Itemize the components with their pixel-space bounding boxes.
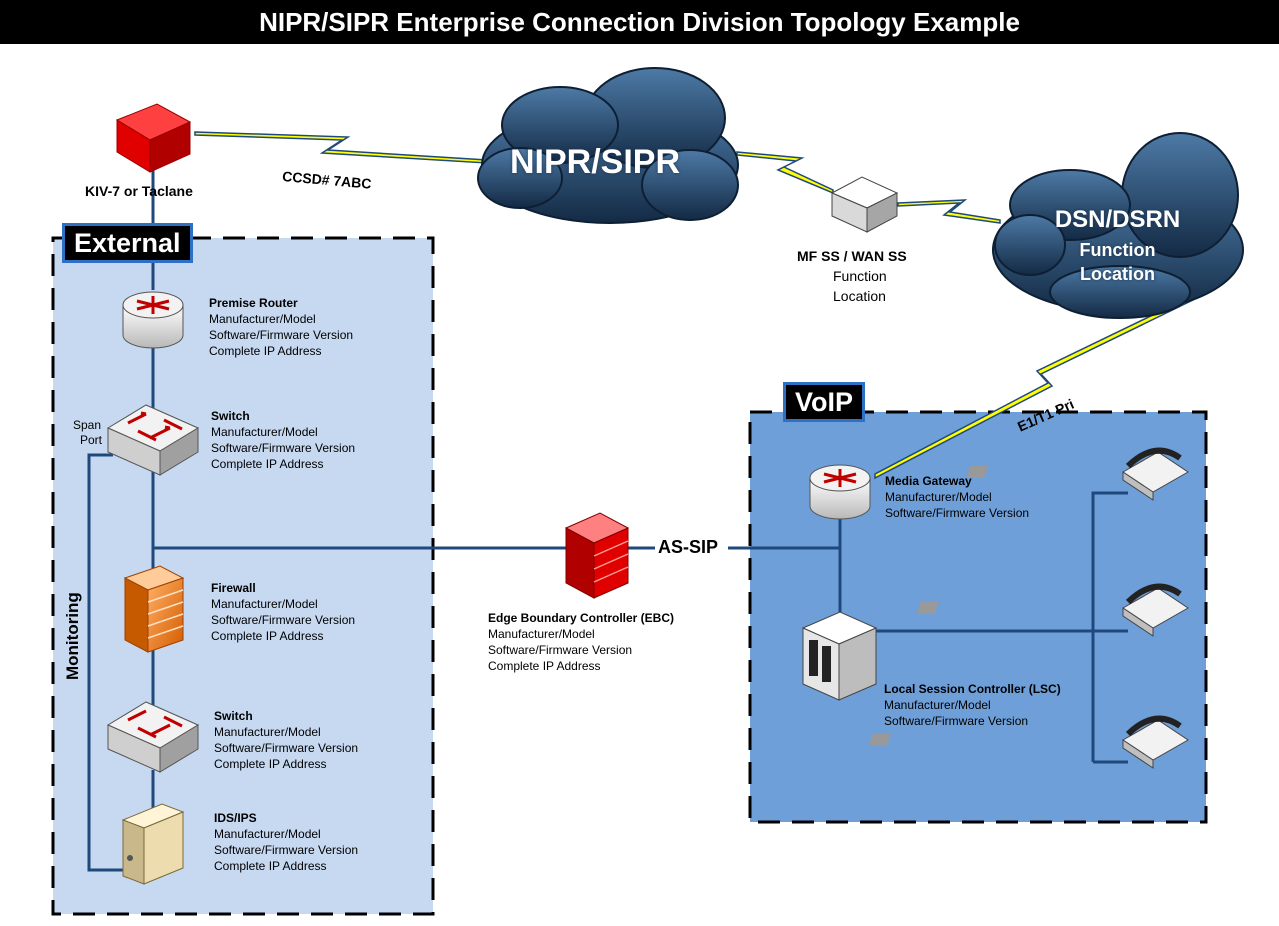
premise-router-title: Premise Router <box>209 296 298 310</box>
phone-3-icon <box>868 715 1189 769</box>
premise-router-model: Manufacturer/Model <box>209 312 316 326</box>
as-sip-label: AS-SIP <box>658 537 719 557</box>
page-title: NIPR/SIPR Enterprise Connection Division… <box>0 0 1279 44</box>
nipr-sipr-cloud <box>477 67 739 224</box>
ids-ips-firmware: Software/Firmware Version <box>214 843 359 857</box>
voip-zone-title: VoIP <box>783 382 866 422</box>
ebc-title: Edge Boundary Controller (EBC) <box>488 611 675 625</box>
media-gateway-firmware: Software/Firmware Version <box>885 506 1030 520</box>
switch-2-ip: Complete IP Address <box>214 757 327 771</box>
media-gateway-label: Media Gateway Manufacturer/Model Softwar… <box>885 473 1029 521</box>
firewall-firmware: Software/Firmware Version <box>211 613 356 627</box>
ids-ips-model: Manufacturer/Model <box>214 827 321 841</box>
switch-2-model: Manufacturer/Model <box>214 725 321 739</box>
e1t1-lightning <box>874 296 1195 480</box>
premise-router-ip: Complete IP Address <box>209 344 322 358</box>
switch-2-label: Switch Manufacturer/Model Software/Firmw… <box>214 708 358 772</box>
span-port-label-line1: Span <box>73 418 102 432</box>
firewall-ip: Complete IP Address <box>211 629 324 643</box>
ids-ips-ip: Complete IP Address <box>214 859 327 873</box>
dsn-cloud <box>992 132 1244 319</box>
firewall-model: Manufacturer/Model <box>211 597 318 611</box>
nipr-sipr-cloud-label: NIPR/SIPR <box>510 143 681 181</box>
premise-router-firmware: Software/Firmware Version <box>209 328 354 342</box>
switch-1-title: Switch <box>211 409 250 423</box>
network-links <box>87 168 1128 872</box>
media-gateway-model: Manufacturer/Model <box>885 490 992 504</box>
ids-ips-label: IDS/IPS Manufacturer/Model Software/Firm… <box>214 810 358 874</box>
lsc-server-icon <box>801 611 878 701</box>
mfss-line1: Function <box>833 268 887 284</box>
mfss-lightning-left <box>736 151 834 195</box>
lsc-model: Manufacturer/Model <box>884 698 991 712</box>
firewall-label: Firewall Manufacturer/Model Software/Fir… <box>211 580 355 644</box>
wan-links <box>194 131 1195 480</box>
premise-router-label: Premise Router Manufacturer/Model Softwa… <box>209 295 353 359</box>
dsn-cloud-label-line3: Location <box>1080 264 1155 284</box>
ebc-label: Edge Boundary Controller (EBC) Manufactu… <box>488 610 674 674</box>
firewall-title: Firewall <box>211 581 256 595</box>
mfss-switch-icon <box>830 176 899 233</box>
crypto-device-label: KIV-7 or Taclane <box>85 183 193 199</box>
phone-2-icon <box>916 583 1189 637</box>
phone-1-icon <box>966 447 1189 501</box>
switch-2-title: Switch <box>214 709 253 723</box>
mfss-lightning-right <box>897 199 1001 224</box>
ids-ips-title: IDS/IPS <box>214 811 257 825</box>
switch-1-firmware: Software/Firmware Version <box>211 441 356 455</box>
external-zone-title: External <box>62 223 193 263</box>
ebc-ip: Complete IP Address <box>488 659 601 673</box>
mfss-title: MF SS / WAN SS <box>797 248 907 264</box>
lsc-firmware: Software/Firmware Version <box>884 714 1029 728</box>
lsc-label: Local Session Controller (LSC) Manufactu… <box>884 681 1061 729</box>
switch-1-model: Manufacturer/Model <box>211 425 318 439</box>
external-zone <box>51 236 435 916</box>
dsn-cloud-label-line1: DSN/DSRN <box>1054 206 1181 233</box>
lsc-title: Local Session Controller (LSC) <box>884 682 1061 696</box>
monitoring-label: Monitoring <box>63 592 82 680</box>
media-gateway-title: Media Gateway <box>885 474 972 488</box>
ebc-firmware: Software/Firmware Version <box>488 643 633 657</box>
media-gateway-router-icon <box>809 464 871 520</box>
ebc-firewall-icon <box>564 512 630 599</box>
switch-1-icon <box>106 404 200 476</box>
ids-ips-server-icon <box>121 803 185 885</box>
switch-2-icon <box>106 701 200 773</box>
span-port-label-line2: Port <box>80 433 103 447</box>
firewall-icon <box>123 565 185 653</box>
ccsd-lightning <box>194 131 488 164</box>
switch-1-label: Switch Manufacturer/Model Software/Firmw… <box>211 408 355 472</box>
mfss-line2: Location <box>833 288 886 304</box>
dsn-cloud-label-line2: Function <box>1079 240 1156 260</box>
switch-1-ip: Complete IP Address <box>211 457 324 471</box>
crypto-device-icon <box>115 103 192 173</box>
ebc-model: Manufacturer/Model <box>488 627 595 641</box>
premise-router-icon <box>122 291 184 349</box>
switch-2-firmware: Software/Firmware Version <box>214 741 359 755</box>
